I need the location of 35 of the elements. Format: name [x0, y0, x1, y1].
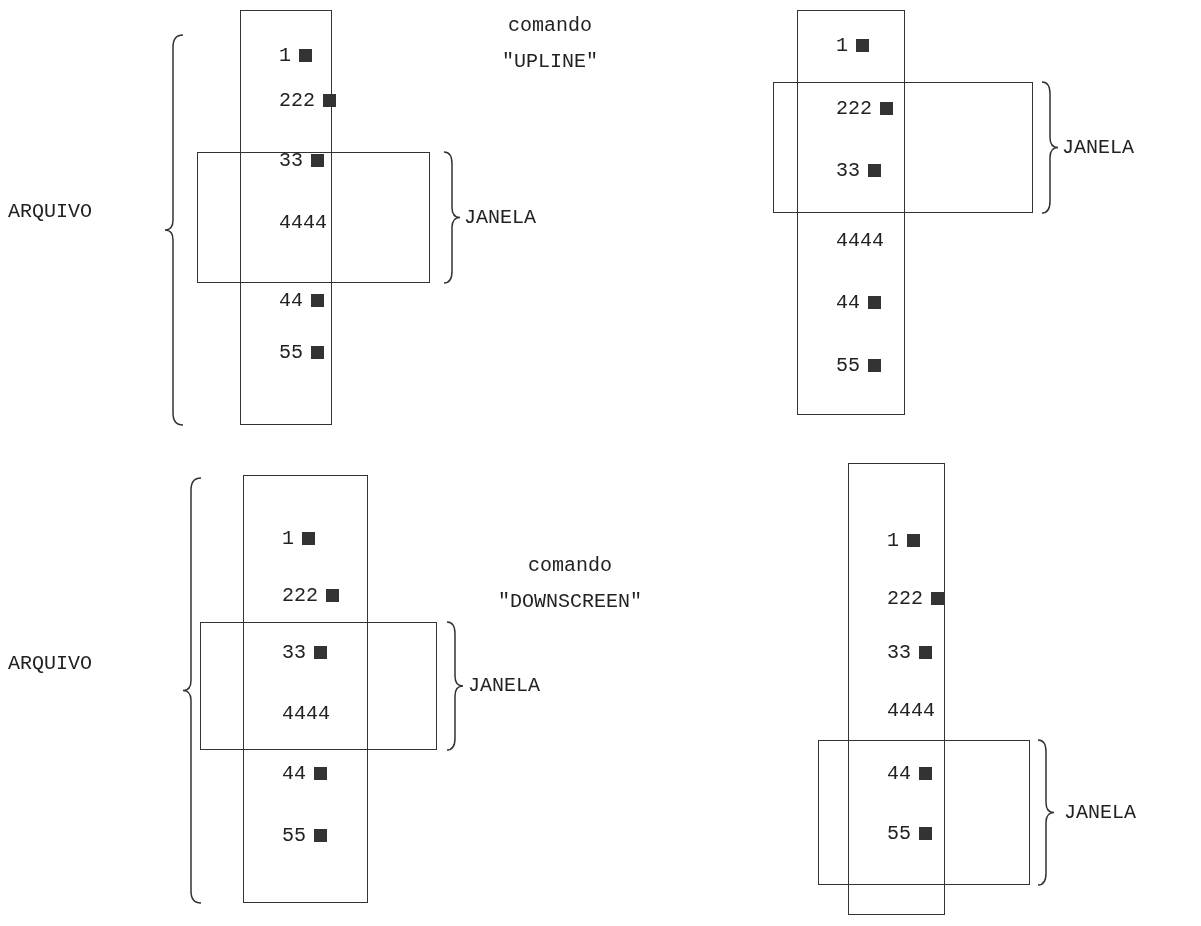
line-text: 55: [279, 341, 303, 365]
file-column: [848, 463, 945, 915]
brace-label: JANELA: [468, 674, 540, 698]
line-text: 4444: [887, 699, 935, 723]
line-text: 44: [282, 762, 306, 786]
line-text: 1: [887, 529, 899, 553]
line-text: 4444: [279, 211, 327, 235]
command-note: comando "DOWNSCREEN": [497, 553, 643, 615]
brace-label: JANELA: [464, 205, 536, 230]
line-text: 44: [836, 291, 860, 315]
line-text: 1: [282, 527, 294, 551]
line-text: 1: [836, 34, 848, 58]
line-text: 44: [887, 762, 911, 786]
line-text: 4444: [836, 229, 884, 253]
line-text: 44: [279, 289, 303, 313]
line-text: 55: [836, 354, 860, 378]
line-text: 33: [836, 159, 860, 183]
command-note: comando "UPLINE": [501, 13, 599, 75]
file-column: [797, 10, 905, 415]
line-text: 222: [887, 587, 923, 611]
line-text: 33: [279, 149, 303, 173]
line-text: 33: [282, 641, 306, 665]
line-text: 33: [887, 641, 911, 665]
brace-label: ARQUIVO: [8, 652, 92, 676]
brace-label: JANELA: [1062, 135, 1134, 160]
line-text: 55: [887, 822, 911, 846]
brace-label: JANELA: [1064, 800, 1136, 825]
line-text: 4444: [282, 702, 330, 726]
line-text: 55: [282, 824, 306, 848]
line-text: 222: [279, 89, 315, 113]
brace-label: ARQUIVO: [8, 200, 92, 224]
line-text: 1: [279, 44, 291, 68]
line-text: 222: [836, 97, 872, 121]
line-text: 222: [282, 584, 318, 608]
file-column: [243, 475, 368, 903]
